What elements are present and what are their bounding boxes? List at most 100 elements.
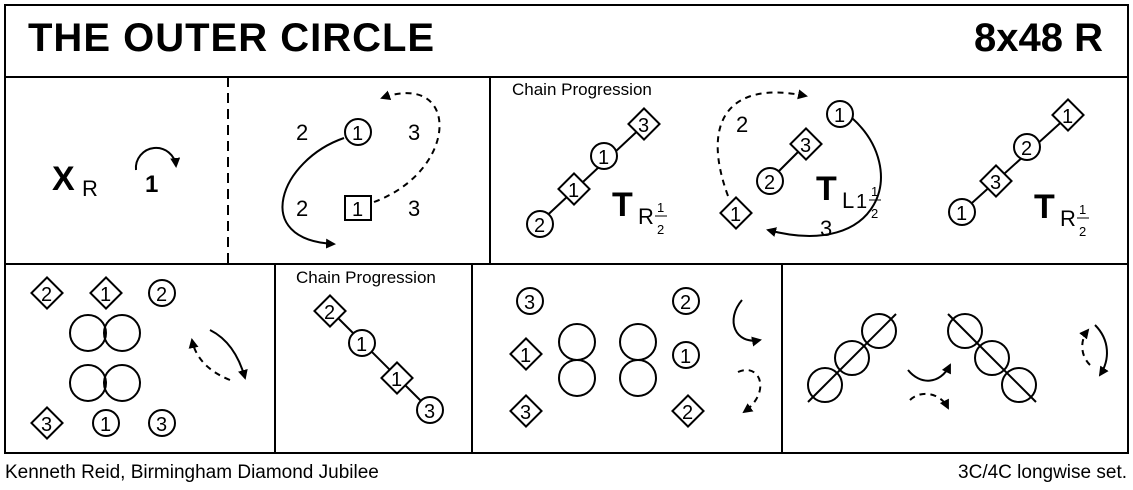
chain-progression-label: Chain Progression — [296, 268, 436, 287]
reel-loop-icon — [1001, 367, 1037, 403]
dancer-1-label: 1 — [730, 204, 741, 226]
dancer-diamond-icon — [557, 172, 591, 206]
dancer-diamond-icon — [313, 294, 347, 328]
reel-loop-icon — [947, 313, 983, 349]
turn-amount: 1 — [856, 191, 867, 213]
reel-arrow-icon — [732, 299, 762, 347]
dancer-1-label: 1 — [352, 199, 363, 221]
dancer-1-label: 1 — [834, 105, 845, 127]
dancer-circle-icon — [526, 210, 554, 238]
dancer-circle-icon — [590, 142, 618, 170]
bar-1-cast: 2 3 2 3 1 1 — [281, 90, 441, 249]
bar-3-reels: 2 1 2 3 1 3 — [30, 276, 248, 440]
turn-subscript: R — [638, 204, 654, 229]
dancer-circle-icon — [148, 409, 176, 437]
reel-loop-icon — [807, 367, 843, 403]
turn-arrow-icon — [134, 146, 181, 171]
chain-line — [329, 309, 431, 411]
dancer-circle-icon — [1013, 133, 1041, 161]
reel-arrow-dashed-icon — [737, 369, 762, 414]
bar-1-cross: X R 1 — [52, 146, 181, 201]
dancer-2-label: 2 — [324, 302, 335, 324]
dancer-diamond-icon — [30, 276, 64, 310]
chain-line — [537, 123, 646, 225]
dancer-diamond-icon — [30, 406, 64, 440]
chain-arrow-icon — [766, 117, 882, 237]
bar-2-chain: Chain Progression 2 1 1 3 T R 1 2 2 3 1 … — [512, 80, 1089, 241]
dancer-2-label: 2 — [41, 284, 52, 306]
cross-symbol: X — [52, 160, 75, 198]
dancer-2-label: 2 — [534, 215, 545, 237]
chain-arrow-dashed-icon — [716, 89, 808, 197]
fraction-num: 1 — [1079, 202, 1086, 217]
dancer-2-label: 2 — [296, 196, 308, 221]
dancer-1-label: 1 — [100, 414, 111, 436]
turn-count: 1 — [145, 171, 158, 198]
reel-loop-icon — [619, 359, 657, 397]
dancer-2-label: 2 — [680, 292, 691, 314]
dancer-diamond-icon — [789, 127, 823, 161]
reel-loop-icon — [558, 323, 596, 361]
reel-arrow-dashed-icon — [909, 392, 949, 410]
turn-symbol: T — [816, 170, 837, 208]
outer-frame — [4, 4, 1129, 454]
dancer-3-label: 3 — [520, 402, 531, 424]
fraction-num: 1 — [871, 184, 878, 199]
footer-credit: Kenneth Reid, Birmingham Diamond Jubilee — [5, 462, 379, 483]
dancer-diamond-icon — [979, 164, 1013, 198]
dancer-circle-icon — [672, 287, 700, 315]
dancer-1-label: 1 — [1062, 106, 1073, 128]
turn-symbol: T — [612, 186, 633, 224]
bar-4-chain: Chain Progression 2 1 1 3 — [296, 268, 444, 424]
bar-6-diagonal-reels — [807, 313, 1109, 410]
dance-title: THE OUTER CIRCLE — [28, 16, 436, 60]
dancer-1-label: 1 — [520, 345, 531, 367]
dancer-circle-icon — [826, 100, 854, 128]
cast-arrow-dashed-icon — [373, 90, 441, 203]
reel-loop-icon — [558, 359, 596, 397]
dancer-circle-icon — [756, 167, 784, 195]
dancer-diamond-icon — [627, 107, 661, 141]
dancer-3-label: 3 — [524, 292, 535, 314]
reel-loop-icon — [834, 340, 870, 376]
turn-subscript: R — [1060, 206, 1076, 231]
dancer-circle-icon — [948, 198, 976, 226]
dancer-circle-icon — [348, 329, 376, 357]
dancer-diamond-icon — [89, 276, 123, 310]
dancer-diamond-icon — [509, 394, 543, 428]
dancer-2-label: 2 — [736, 112, 748, 137]
footer-formation: 3C/4C longwise set. — [958, 462, 1127, 483]
dancer-1-label: 1 — [391, 369, 402, 391]
bar-5-reels: 3 1 3 2 1 2 — [509, 287, 762, 428]
fraction-den: 2 — [1079, 224, 1086, 239]
reel-loop-icon — [103, 314, 141, 352]
dancer-diamond-icon — [719, 196, 753, 230]
reel-loop-icon — [103, 364, 141, 402]
dancer-2-label: 2 — [156, 284, 167, 306]
dancer-3-label: 3 — [156, 414, 167, 436]
dancer-2-label: 2 — [764, 172, 775, 194]
dancer-2-label: 2 — [1021, 138, 1032, 160]
chain-line — [961, 115, 1069, 213]
dancer-1-label: 1 — [956, 203, 967, 225]
dancer-1-label: 1 — [100, 284, 111, 306]
dancer-2-label: 2 — [296, 120, 308, 145]
dancer-circle-icon — [516, 287, 544, 315]
reel-loop-icon — [69, 314, 107, 352]
chain-progression-label: Chain Progression — [512, 80, 652, 99]
turn-symbol: T — [1034, 188, 1055, 226]
dancer-3-label: 3 — [408, 196, 420, 221]
woman-square-icon — [344, 195, 372, 221]
dancer-1-label: 1 — [598, 147, 609, 169]
fraction-den: 2 — [871, 206, 878, 221]
dance-meter: 8x48 R — [974, 16, 1103, 60]
dancer-circle-icon — [148, 279, 176, 307]
cast-arrow-icon — [281, 137, 345, 249]
reel-arrow-icon — [907, 363, 951, 382]
man-circle-icon — [344, 118, 372, 146]
dancer-3-label: 3 — [800, 135, 811, 157]
dancer-3-label: 3 — [41, 414, 52, 436]
reel-loop-icon — [861, 313, 897, 349]
dancer-1-label: 1 — [352, 123, 363, 145]
